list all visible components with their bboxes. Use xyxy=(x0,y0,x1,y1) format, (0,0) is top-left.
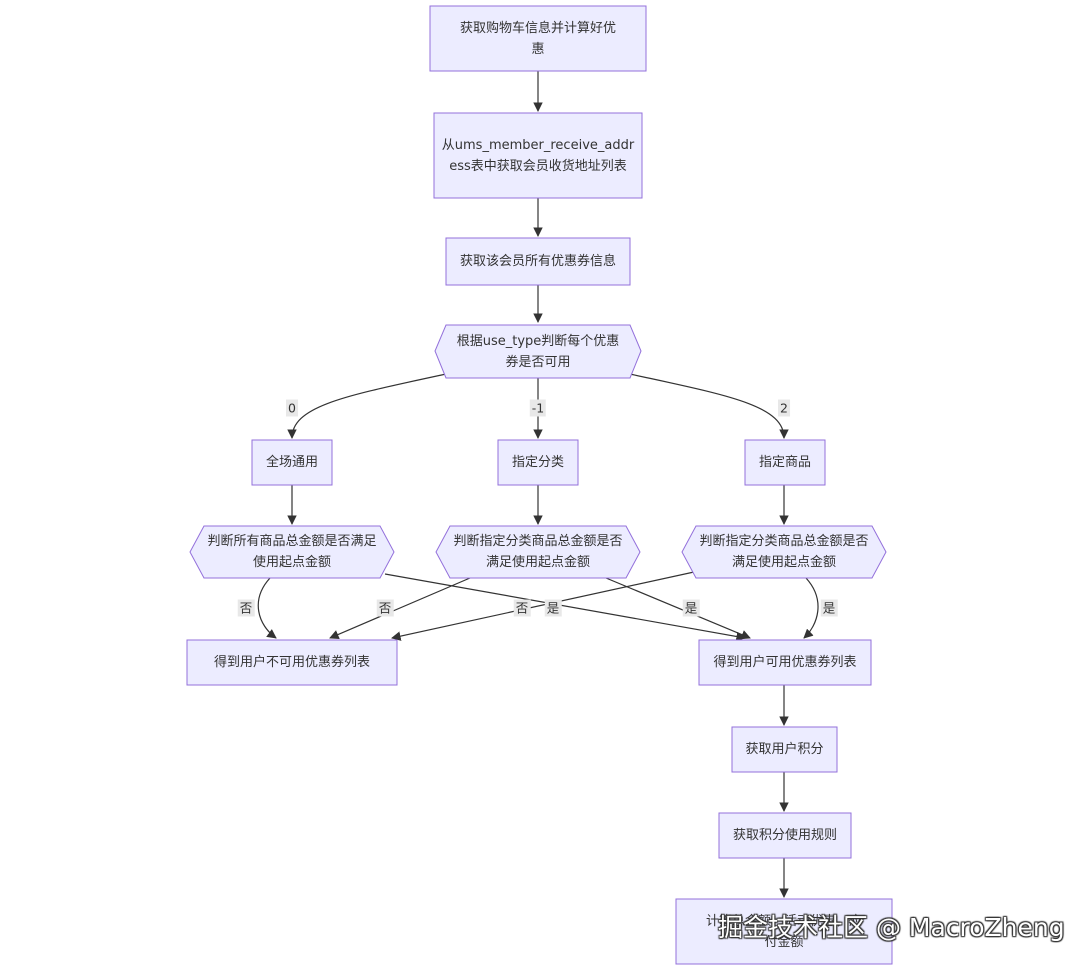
edge-n4-n7 xyxy=(629,373,789,439)
node-judge-category xyxy=(435,525,641,579)
node-unavailable-coupons xyxy=(186,639,398,686)
edge-label-no-3: 否 xyxy=(513,599,531,617)
node-all-general xyxy=(251,439,333,486)
node-judge-product xyxy=(681,525,887,579)
edge-n8-n12 xyxy=(384,573,746,642)
node-points-rules-label: 获取积分使用规则 xyxy=(732,828,837,843)
node-points-rules xyxy=(718,812,852,859)
node-judge-category-label: 判断指定分类商品总金额是否满足使用起点金额 xyxy=(453,534,623,570)
node-judge-use-type-label: 根据use_type判断每个优惠券是否可用 xyxy=(456,333,620,370)
node-specified-category xyxy=(497,439,579,486)
node-specified-category-label: 指定分类 xyxy=(511,455,564,470)
edge-n10-n12 xyxy=(803,577,819,639)
node-get-points-label: 获取用户积分 xyxy=(745,742,824,757)
watermark: 掘金技术社区 @ MacroZheng xyxy=(718,913,1065,942)
node-all-general-label: 全场通用 xyxy=(265,455,318,470)
edge-label-yes-1: 是 xyxy=(544,599,562,617)
edge-label-minus1: -1 xyxy=(529,399,547,417)
node-get-address-label: 从ums_member_receive_address表中获取会员收货地址列表 xyxy=(441,137,635,174)
edge-label-yes-3: 是 xyxy=(820,599,838,617)
node-get-cart-label: 获取购物车信息并计算好优惠 xyxy=(459,20,616,57)
edge-n9-n12 xyxy=(605,577,751,640)
node-judge-all xyxy=(189,525,395,579)
edge-n4-n5 xyxy=(287,373,447,439)
node-judge-product-label: 判断指定分类商品总金额是否满足使用起点金额 xyxy=(699,534,869,570)
node-specified-product xyxy=(744,439,826,486)
node-specified-product-label: 指定商品 xyxy=(758,455,811,470)
node-judge-use-type xyxy=(434,324,642,379)
edge-label-yes-2: 是 xyxy=(682,599,700,617)
edge-label-no-2: 否 xyxy=(376,599,394,617)
node-unavailable-coupons-label: 得到用户不可用优惠券列表 xyxy=(213,655,370,670)
node-judge-all-label: 判断所有商品总金额是否满足使用起点金额 xyxy=(207,534,377,570)
node-calc-total xyxy=(675,898,893,965)
edge-n9-n11 xyxy=(329,577,471,640)
edge-n10-n11 xyxy=(391,571,695,641)
edge-label-2: 2 xyxy=(778,399,790,417)
node-available-coupons xyxy=(698,639,872,686)
node-get-address xyxy=(433,112,643,199)
node-get-coupons xyxy=(445,237,631,286)
node-available-coupons-label: 得到用户可用优惠券列表 xyxy=(713,655,857,670)
node-calc-total-label: 计算总金额，活动优惠，应付金额 xyxy=(705,913,862,950)
node-get-coupons-label: 获取该会员所有优惠券信息 xyxy=(459,254,616,269)
edge-label-no-1: 否 xyxy=(237,599,255,617)
node-get-points xyxy=(731,726,838,773)
edge-n8-n11 xyxy=(257,577,277,639)
edge-label-0: 0 xyxy=(286,399,298,417)
node-get-cart xyxy=(429,5,647,72)
